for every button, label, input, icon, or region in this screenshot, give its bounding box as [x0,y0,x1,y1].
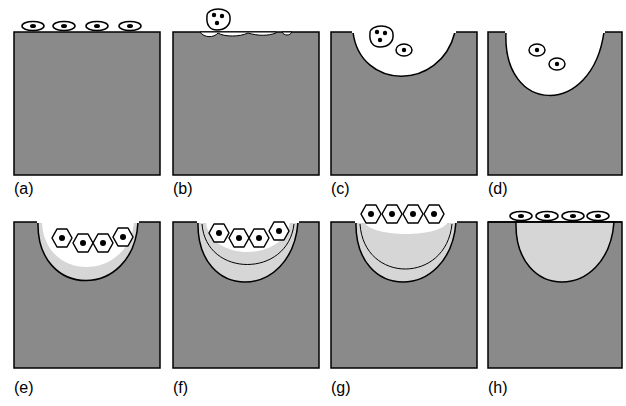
panel-c [331,26,477,175]
panel-d [488,30,622,175]
panel-label: (f) [173,380,188,396]
panel-label: (g) [331,380,351,396]
panel-g [331,205,477,368]
panel-label: (e) [14,380,34,396]
panel-label: (d) [488,181,508,197]
panel-a [14,22,160,176]
panel-label: (b) [173,181,193,197]
panel-label: (c) [331,181,350,197]
panel-h [488,212,622,369]
panel-b [173,9,319,175]
panel-label: (a) [14,181,34,197]
panel-e [14,220,160,368]
panel-label: (h) [488,380,508,396]
panel-f [173,220,319,368]
